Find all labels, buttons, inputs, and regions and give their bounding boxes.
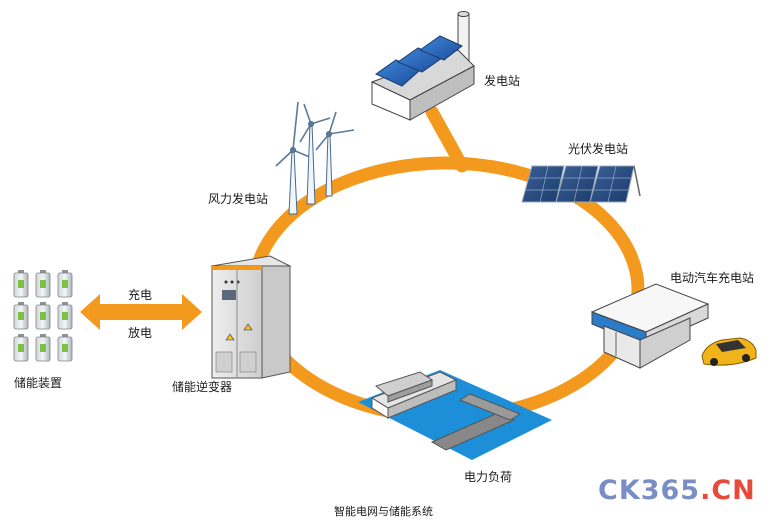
label-ev-station: 电动汽车充电站 bbox=[670, 271, 755, 285]
watermark-logo: CK365.CN bbox=[598, 476, 756, 506]
label-wind-station: 风力发电站 bbox=[208, 192, 269, 206]
watermark-part1: CK365 bbox=[598, 475, 701, 506]
ev-charging-station-icon bbox=[590, 283, 710, 369]
watermark-part2: .CN bbox=[700, 475, 756, 506]
label-power-plant: 发电站 bbox=[484, 74, 521, 88]
label-storage: 储能装置 bbox=[14, 376, 63, 390]
label-solar-station: 光伏发电站 bbox=[568, 142, 629, 156]
battery-cell bbox=[13, 270, 29, 298]
battery-cell bbox=[13, 302, 29, 330]
battery-cell bbox=[13, 334, 29, 362]
wind-turbine-icon bbox=[275, 101, 355, 215]
charge-discharge-arrow bbox=[80, 294, 202, 330]
electric-load-icon bbox=[358, 370, 552, 460]
solar-panel-icon bbox=[521, 165, 641, 203]
battery-cell bbox=[57, 270, 73, 298]
caption: 智能电网与储能系统 bbox=[334, 505, 433, 518]
battery-cell bbox=[57, 302, 73, 330]
battery-cells bbox=[13, 270, 73, 362]
power-plant-icon bbox=[370, 11, 475, 121]
label-discharge: 放电 bbox=[128, 326, 153, 340]
label-inverter: 储能逆变器 bbox=[172, 380, 233, 394]
car-icon bbox=[701, 337, 757, 366]
battery-cell bbox=[35, 334, 51, 362]
label-electric-load: 电力负荷 bbox=[464, 470, 513, 484]
label-charge: 充电 bbox=[128, 288, 153, 302]
battery-cell bbox=[35, 302, 51, 330]
battery-cell bbox=[57, 334, 73, 362]
battery-cell bbox=[35, 270, 51, 298]
inverter-cabinet-icon bbox=[210, 255, 292, 379]
